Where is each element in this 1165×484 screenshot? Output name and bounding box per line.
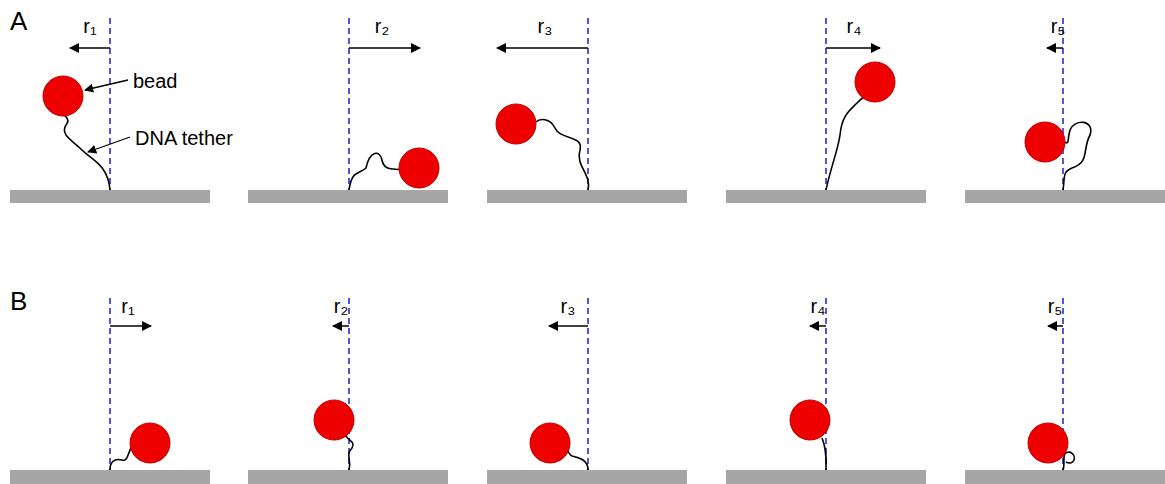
beads bbox=[43, 62, 1068, 463]
displacement-label: r₂ bbox=[334, 296, 348, 316]
displacement-label: r₂ bbox=[375, 16, 389, 36]
displacement-label: r₅ bbox=[1048, 296, 1063, 316]
displacement-label: r₁ bbox=[83, 16, 96, 36]
displacement-label: r₃ bbox=[538, 16, 553, 36]
displacement-arrows bbox=[70, 48, 1063, 326]
leader-lines bbox=[85, 80, 130, 152]
anchor-lines bbox=[110, 18, 1063, 470]
part-label: DNA tether bbox=[135, 128, 233, 148]
displacement-label: r₅ bbox=[1051, 16, 1066, 36]
part-label: bead bbox=[133, 71, 178, 91]
dna-tethers bbox=[63, 97, 1091, 470]
displacement-label: r₃ bbox=[561, 296, 576, 316]
ground-surfaces bbox=[10, 190, 1165, 484]
displacement-label: r₁ bbox=[121, 296, 134, 316]
panel-letter: B bbox=[10, 288, 27, 314]
displacement-label: r₄ bbox=[811, 296, 826, 316]
panel-letter: A bbox=[10, 8, 27, 34]
displacement-label: r₄ bbox=[847, 16, 862, 36]
